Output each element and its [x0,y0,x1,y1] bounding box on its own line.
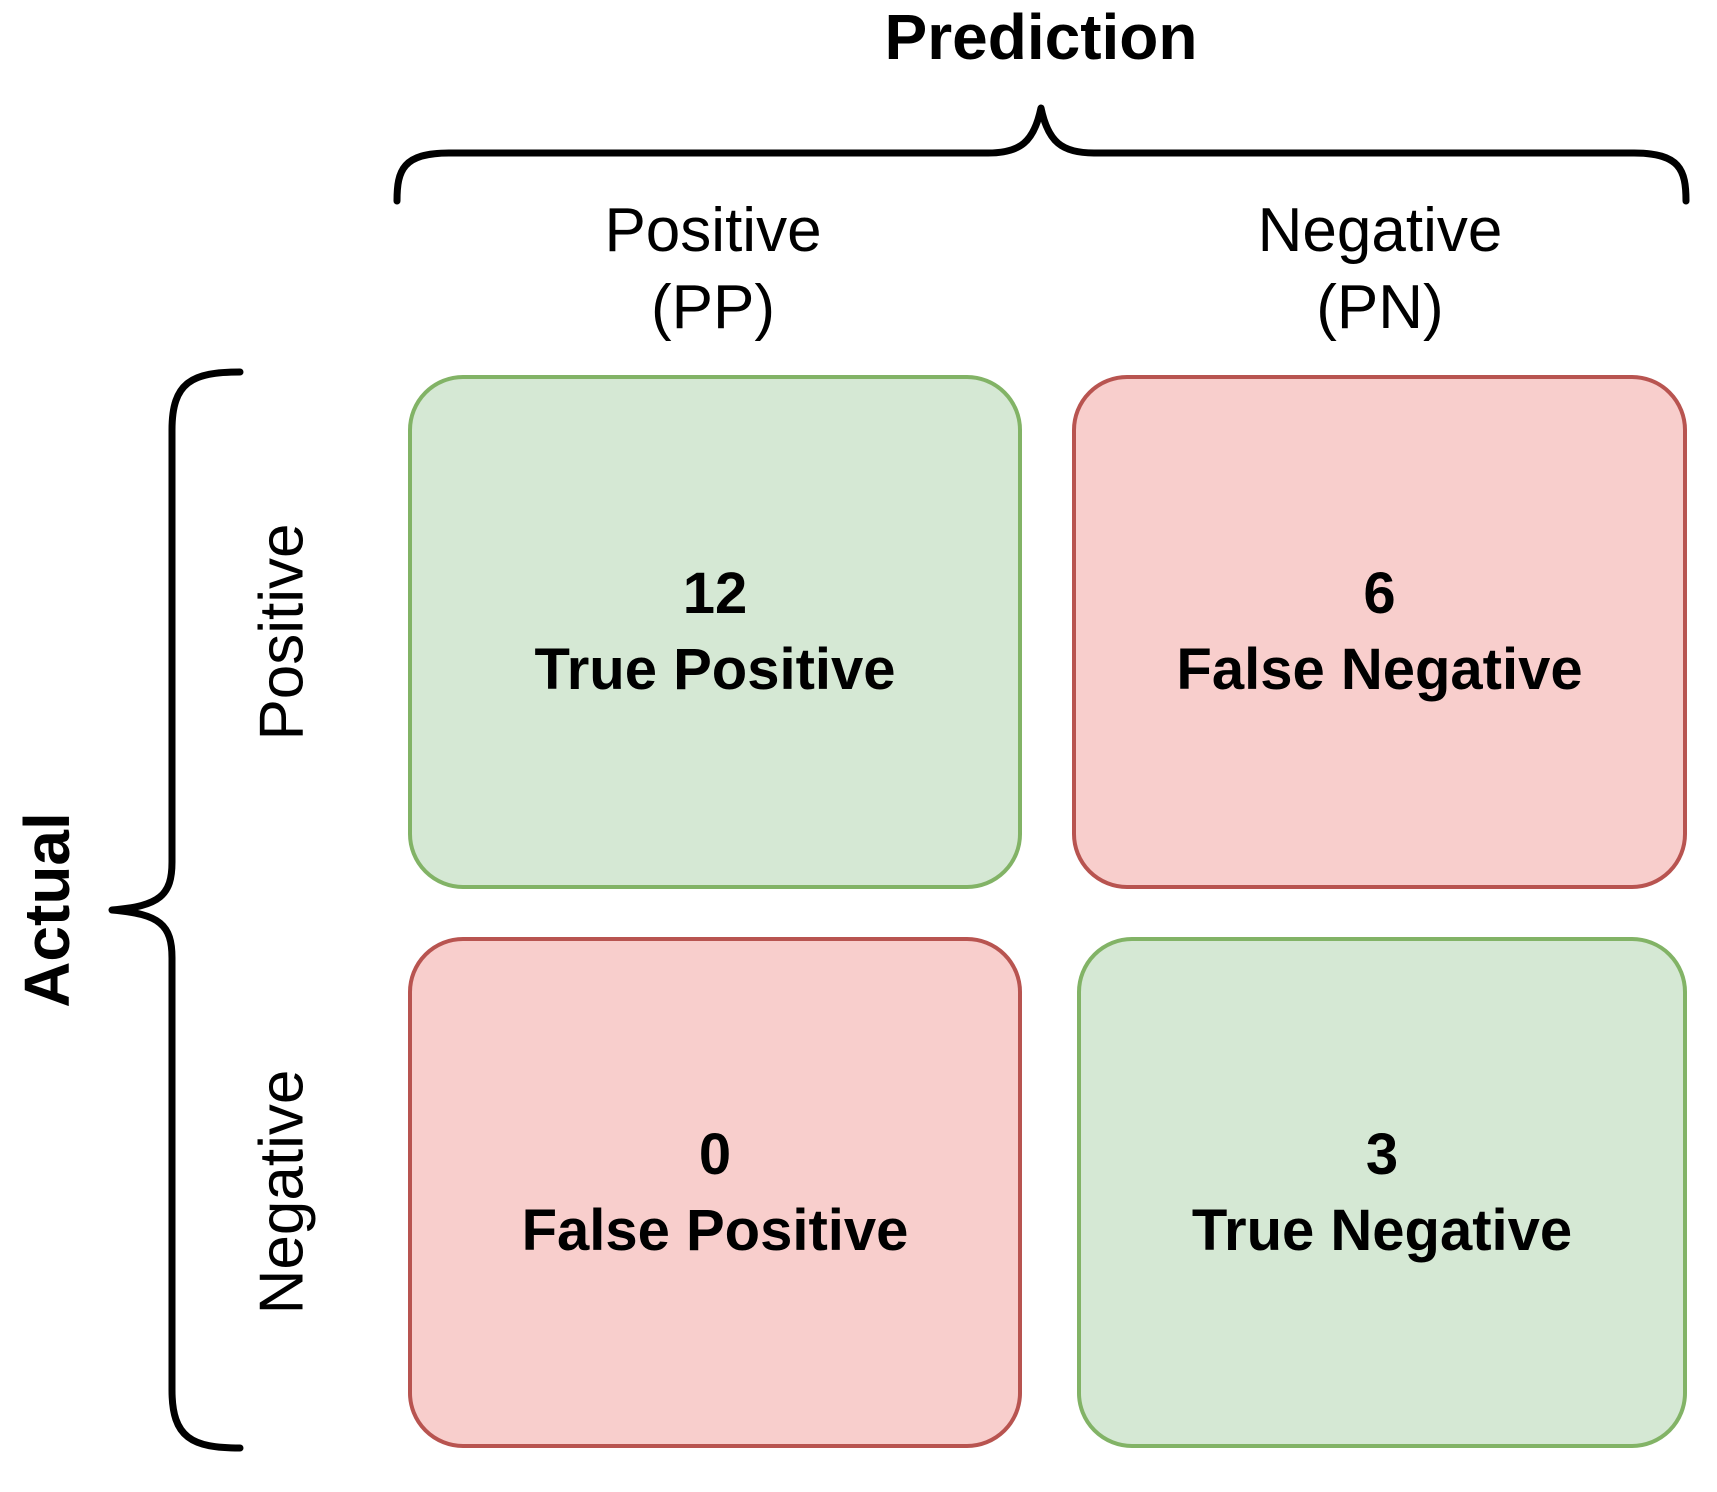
cell-false-positive: 0 False Positive [408,937,1022,1448]
cell-true-negative: 3 True Negative [1077,937,1687,1448]
prediction-brace-icon [393,104,1690,205]
cell-label: True Negative [1191,1197,1573,1263]
cell-label: False Negative [1176,637,1583,702]
row-label-negative: Negative [247,1069,317,1315]
cell-false-negative: 6 False Negative [1072,375,1687,889]
row-label-positive: Positive [247,523,317,741]
cell-value: 3 [1365,1121,1399,1187]
prediction-axis-title: Prediction [884,1,1198,73]
cell-value: 0 [698,1121,732,1187]
column-header-positive: Positive (PP) [453,192,973,346]
actual-axis-title: Actual [11,812,83,1008]
column-header-abbr: (PN) [1316,273,1444,342]
column-header-label: Positive [604,196,822,265]
cell-label: False Positive [521,1197,909,1263]
cell-label: True Positive [534,637,896,702]
cell-true-positive: 12 True Positive [408,375,1022,889]
column-header-label: Negative [1257,196,1503,265]
cell-value: 6 [1363,561,1396,626]
cell-value: 12 [682,561,748,626]
column-header-abbr: (PP) [651,273,775,342]
column-header-negative: Negative (PN) [1120,192,1640,346]
actual-brace-icon [108,368,244,1452]
